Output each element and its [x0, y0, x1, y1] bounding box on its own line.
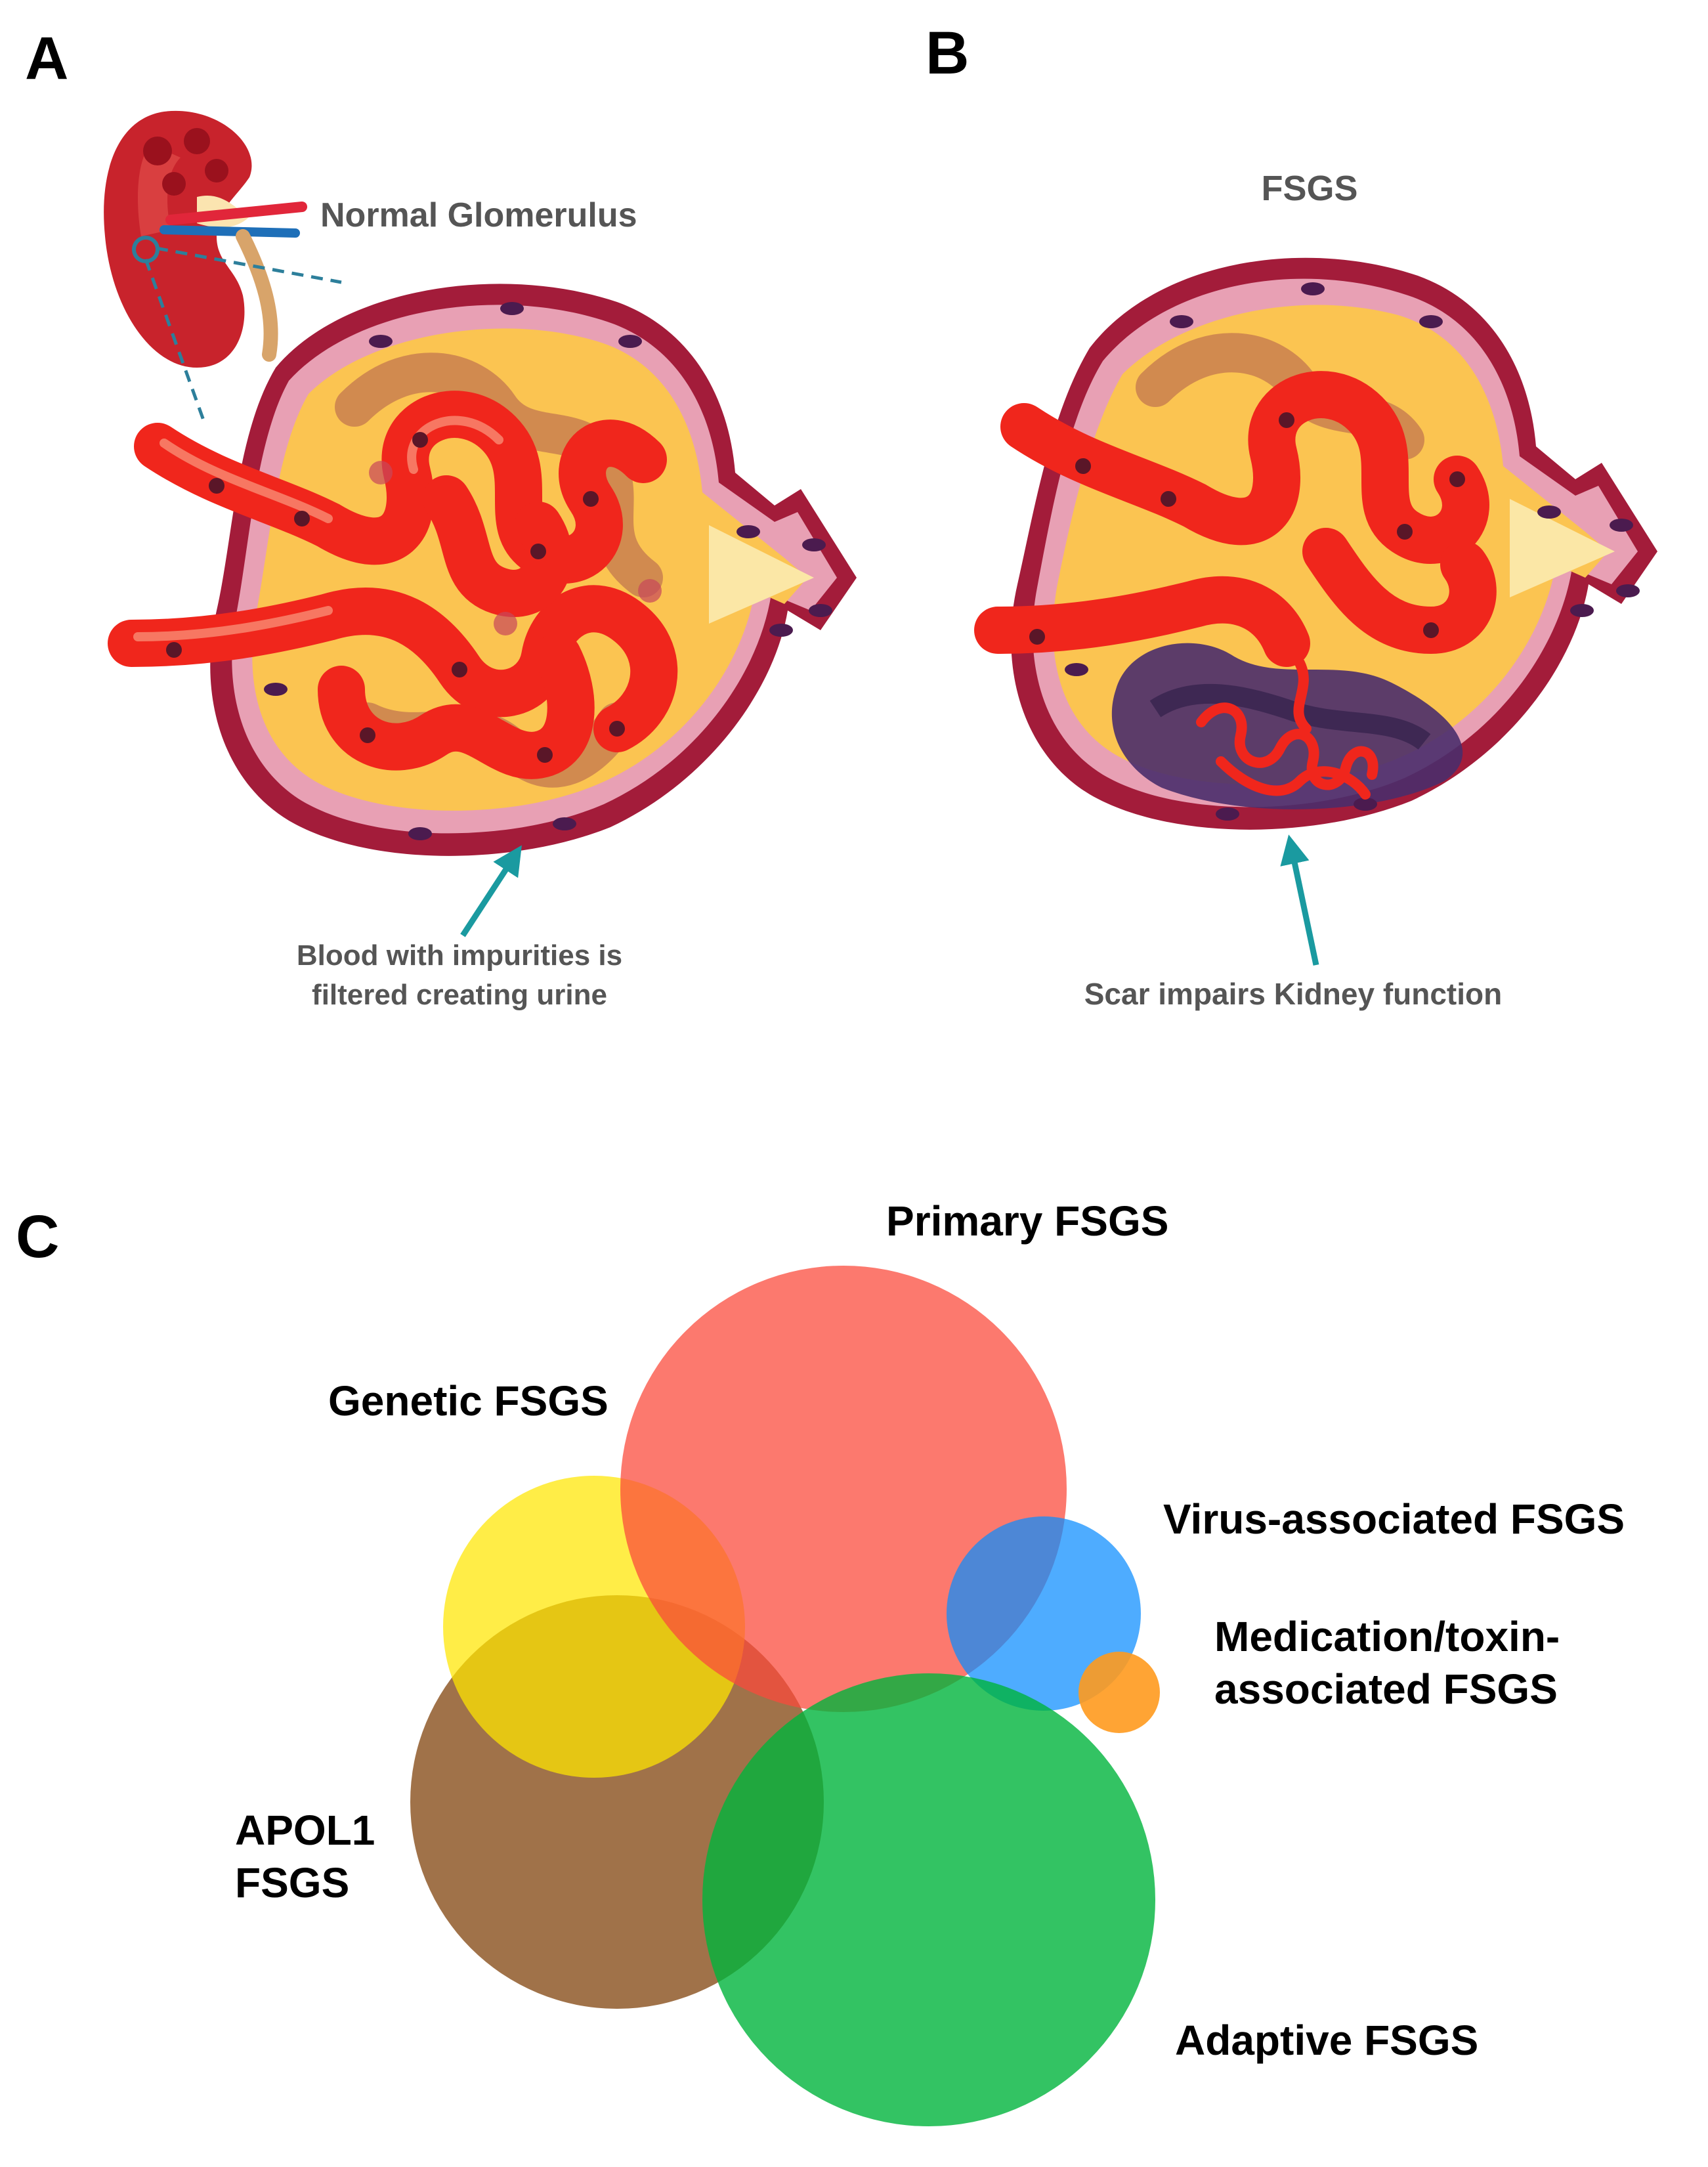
label-adaptive-fsgs: Adaptive FSGS [1175, 2017, 1478, 2064]
venn-diagram [410, 1266, 1160, 2126]
scar-caption: Scar impairs Kidney function [1084, 977, 1502, 1011]
label-virus-fsgs: Virus-associated FSGS [1163, 1495, 1625, 1543]
panel-c: C Primary FSGS Genetic FSGS Virus-associ… [16, 1197, 1625, 2126]
label-genetic-fsgs: Genetic FSGS [328, 1377, 608, 1425]
label-apol1-line1: APOL1 [235, 1807, 375, 1854]
panel-c-letter: C [16, 1203, 59, 1270]
filtration-arrow [460, 845, 522, 937]
venn-circle-adaptive [702, 1673, 1155, 2126]
label-medication-line1: Medication/toxin- [1214, 1613, 1560, 1660]
glomerulus-fsgs [974, 257, 1657, 830]
glomerulus-normal [108, 284, 857, 856]
kidney-illustration [104, 110, 342, 421]
panel-a: A Normal Glomerulus [25, 25, 857, 1011]
label-apol1-line2: FSGS [235, 1859, 349, 1906]
normal-glomerulus-label: Normal Glomerulus [320, 196, 637, 234]
panel-a-letter: A [25, 25, 68, 92]
scar-arrow [1280, 834, 1319, 966]
filtration-caption-line1: Blood with impurities is [297, 939, 622, 972]
filtration-caption-line2: filtered creating urine [312, 979, 607, 1011]
venn-labels: Primary FSGS Genetic FSGS Virus-associat… [235, 1197, 1625, 2064]
panel-b: B FSGS [926, 20, 1657, 1011]
label-medication-line2: associated FSGS [1214, 1665, 1558, 1713]
fsgs-title: FSGS [1261, 169, 1357, 208]
label-primary-fsgs: Primary FSGS [886, 1197, 1168, 1245]
panel-b-letter: B [926, 20, 969, 87]
venn-circle-medication [1078, 1652, 1160, 1733]
